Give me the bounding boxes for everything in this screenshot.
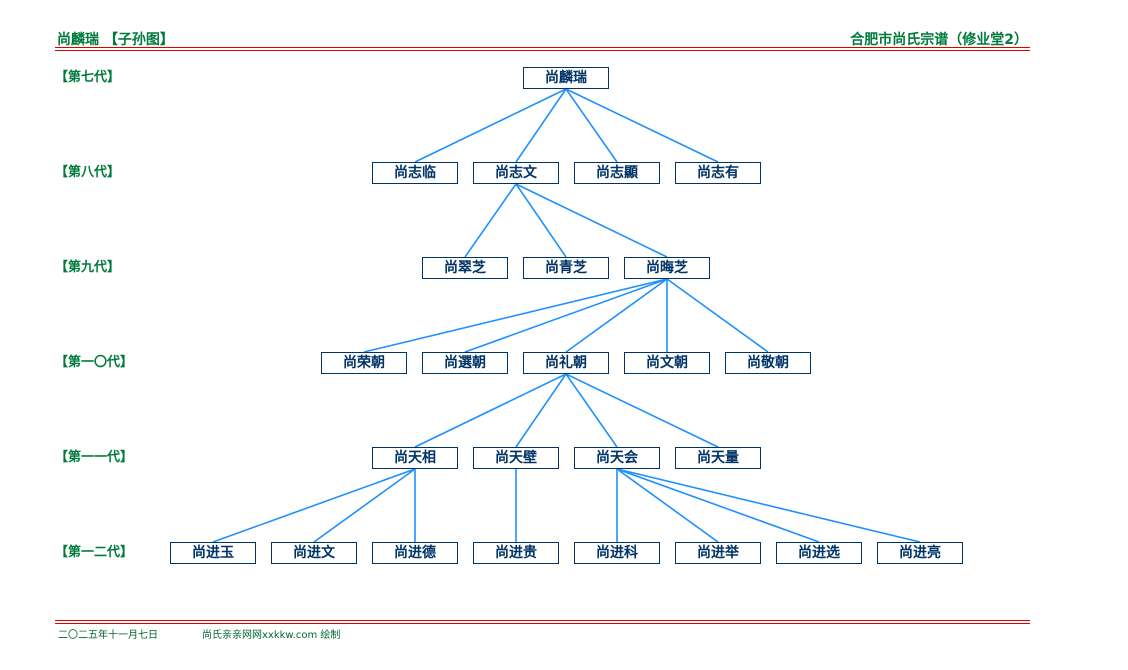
page-title: 尚麟瑞 【子孙图】 bbox=[57, 32, 174, 48]
parent-child-link bbox=[565, 373, 618, 448]
parent-child-link bbox=[414, 373, 567, 448]
person-node[interactable]: 尚選朝 bbox=[422, 352, 508, 374]
parent-child-link bbox=[565, 88, 618, 163]
person-node[interactable]: 尚进选 bbox=[776, 542, 862, 564]
person-node[interactable]: 尚天量 bbox=[675, 447, 761, 469]
footer-rule bbox=[55, 620, 1030, 621]
footer-rule bbox=[55, 623, 1030, 624]
person-node[interactable]: 尚进亮 bbox=[877, 542, 963, 564]
header-rule bbox=[55, 47, 1030, 48]
person-node[interactable]: 尚志文 bbox=[473, 162, 559, 184]
header-rule bbox=[55, 50, 1030, 51]
person-node[interactable]: 尚志顯 bbox=[574, 162, 660, 184]
parent-child-link bbox=[515, 373, 567, 448]
parent-child-link bbox=[464, 183, 517, 258]
footer-date: 二〇二五年十一月七日 bbox=[58, 630, 158, 641]
person-node[interactable]: 尚进德 bbox=[372, 542, 458, 564]
parent-child-link bbox=[515, 88, 567, 163]
generation-label: 【第七代】 bbox=[55, 70, 121, 85]
person-node[interactable]: 尚进举 bbox=[675, 542, 761, 564]
person-node[interactable]: 尚天相 bbox=[372, 447, 458, 469]
person-node[interactable]: 尚翠芝 bbox=[422, 257, 508, 279]
person-node[interactable]: 尚进玉 bbox=[170, 542, 256, 564]
person-node[interactable]: 尚天壁 bbox=[473, 447, 559, 469]
generation-label: 【第一〇代】 bbox=[55, 355, 134, 370]
person-node[interactable]: 尚志临 bbox=[372, 162, 458, 184]
parent-child-link bbox=[616, 468, 719, 543]
parent-child-link bbox=[212, 468, 416, 543]
generation-label: 【第一二代】 bbox=[55, 545, 134, 560]
genealogy-title: 合肥市尚氏宗谱（修业堂2） bbox=[850, 32, 1028, 48]
person-node[interactable]: 尚进科 bbox=[574, 542, 660, 564]
parent-child-link bbox=[565, 373, 719, 448]
parent-child-link bbox=[565, 88, 719, 163]
person-node[interactable]: 尚志有 bbox=[675, 162, 761, 184]
person-node[interactable]: 尚晦芝 bbox=[624, 257, 710, 279]
person-node[interactable]: 尚荣朝 bbox=[321, 352, 407, 374]
parent-child-link bbox=[666, 278, 769, 353]
parent-child-link bbox=[363, 278, 668, 353]
person-node[interactable]: 尚天会 bbox=[574, 447, 660, 469]
generation-label: 【第九代】 bbox=[55, 260, 121, 275]
parent-child-link bbox=[515, 183, 668, 258]
parent-child-link bbox=[616, 468, 820, 543]
person-node[interactable]: 尚麟瑞 bbox=[523, 67, 609, 89]
person-node[interactable]: 尚礼朝 bbox=[523, 352, 609, 374]
parent-child-link bbox=[515, 183, 567, 258]
person-node[interactable]: 尚进贵 bbox=[473, 542, 559, 564]
parent-child-link bbox=[464, 278, 668, 353]
parent-child-link bbox=[565, 278, 668, 353]
footer-credit: 尚氏亲亲网网xxkkw.com 绘制 bbox=[202, 630, 341, 641]
person-node[interactable]: 尚进文 bbox=[271, 542, 357, 564]
parent-child-link bbox=[616, 468, 921, 543]
generation-label: 【第一一代】 bbox=[55, 450, 134, 465]
parent-child-link bbox=[313, 468, 416, 543]
person-node[interactable]: 尚青芝 bbox=[523, 257, 609, 279]
generation-label: 【第八代】 bbox=[55, 165, 121, 180]
person-node[interactable]: 尚敬朝 bbox=[725, 352, 811, 374]
parent-child-link bbox=[414, 88, 567, 163]
person-node[interactable]: 尚文朝 bbox=[624, 352, 710, 374]
